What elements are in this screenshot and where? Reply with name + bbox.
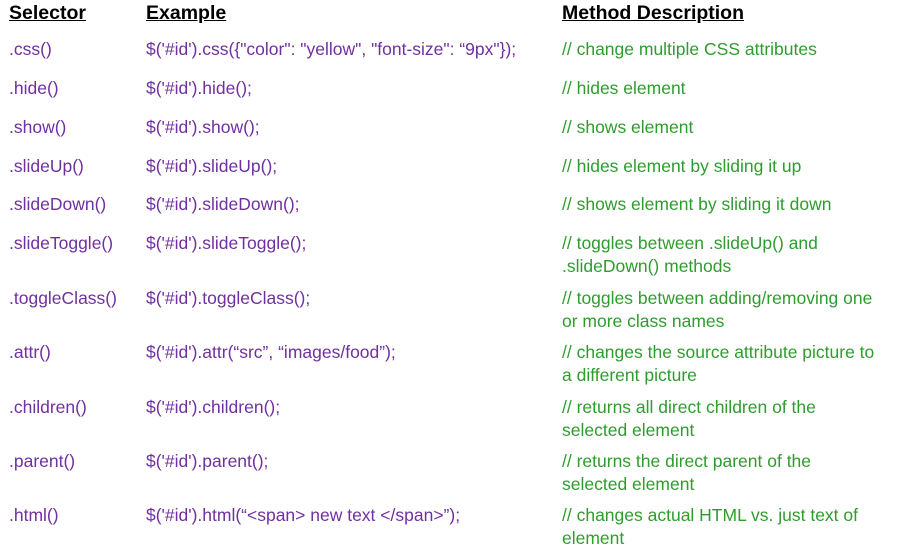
example-cell: $('#id').attr(“src”, “images/food”);	[146, 342, 396, 362]
description-cell: // hides element by sliding it up	[562, 155, 801, 178]
example-cell: $('#id').slideUp();	[146, 156, 278, 176]
example-cell: $('#id').toggleClass();	[146, 288, 311, 308]
header-example: Example	[146, 2, 227, 24]
header-description: Method Description	[562, 2, 745, 24]
example-cell: $('#id').slideToggle();	[146, 233, 307, 253]
example-cell: $('#id').slideDown();	[146, 194, 300, 214]
description-cell: // hides element	[562, 77, 686, 100]
description-line: a different picture	[562, 365, 697, 385]
selector-cell: .parent()	[9, 451, 76, 471]
selector-cell: .css()	[9, 39, 52, 59]
description-line: or more class names	[562, 311, 725, 331]
selector-cell: .html()	[9, 505, 59, 525]
description-line: // shows element by sliding it down	[562, 194, 832, 214]
description-cell: // returns the direct parent of the sele…	[562, 450, 811, 496]
description-line: // hides element	[562, 78, 686, 98]
description-cell: // changes actual HTML vs. just text of …	[562, 504, 858, 550]
description-line: element	[562, 528, 625, 548]
description-line: // returns the direct parent of the	[562, 451, 812, 471]
example-cell: $('#id').html(“<span> new text </span>”)…	[146, 505, 461, 525]
description-cell: // shows element by sliding it down	[562, 193, 831, 216]
selector-cell: .slideUp()	[9, 156, 84, 176]
selector-cell: .attr()	[9, 342, 51, 362]
description-line: // change multiple CSS attributes	[562, 39, 817, 59]
header-selector: Selector	[9, 2, 86, 24]
description-cell: // toggles between adding/removing one o…	[562, 287, 872, 333]
selector-cell: .children()	[9, 397, 87, 417]
selector-cell: .slideToggle()	[9, 233, 114, 253]
selector-cell: .show()	[9, 117, 67, 137]
description-line: selected element	[562, 420, 695, 440]
description-cell: // changes the source attribute picture …	[562, 341, 874, 387]
description-line: // toggles between .slideUp() and	[562, 233, 818, 253]
description-line: selected element	[562, 474, 695, 494]
description-cell: // returns all direct children of the se…	[562, 396, 816, 442]
description-cell: // change multiple CSS attributes	[562, 38, 817, 61]
example-cell: $('#id').show();	[146, 117, 260, 137]
selector-cell: .slideDown()	[9, 194, 107, 214]
description-line: // toggles between adding/removing one	[562, 288, 873, 308]
example-cell: $('#id').css({"color": "yellow", "font-s…	[146, 39, 517, 59]
description-line: // changes the source attribute picture …	[562, 342, 875, 362]
description-line: // hides element by sliding it up	[562, 156, 802, 176]
description-cell: // shows element	[562, 116, 693, 139]
example-cell: $('#id').hide();	[146, 78, 252, 98]
selector-cell: .toggleClass()	[9, 288, 117, 308]
example-cell: $('#id').children();	[146, 397, 281, 417]
description-line: .slideDown() methods	[562, 256, 732, 276]
description-line: // changes actual HTML vs. just text of	[562, 505, 859, 525]
selector-cell: .hide()	[9, 78, 59, 98]
example-cell: $('#id').parent();	[146, 451, 269, 471]
description-line: // returns all direct children of the	[562, 397, 816, 417]
description-cell: // toggles between .slideUp() and .slide…	[562, 232, 818, 278]
description-line: // shows element	[562, 117, 694, 137]
